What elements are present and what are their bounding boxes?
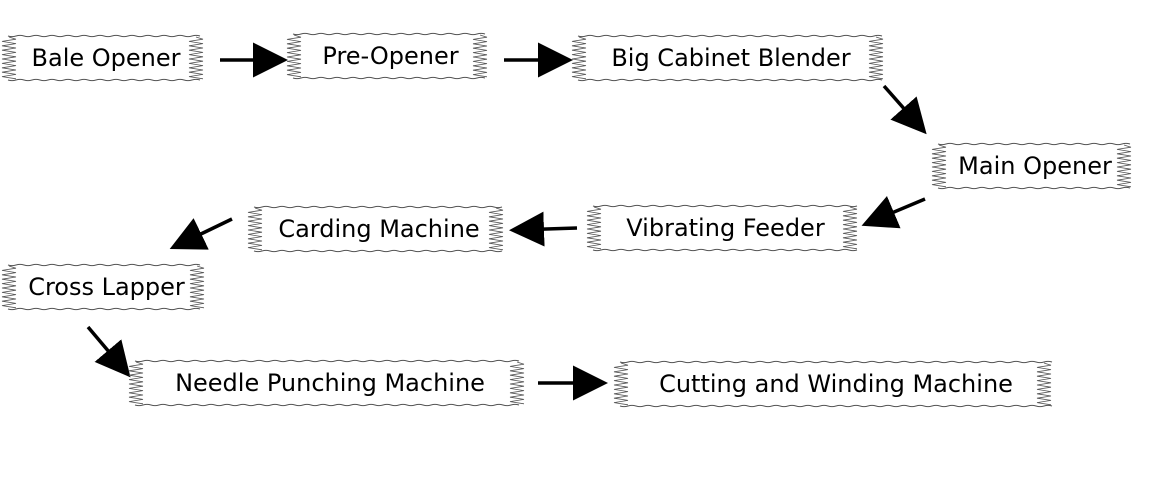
node-border-top (592, 204, 858, 208)
nodes-layer: Bale Opener Pre-Opener Big Cabinet Blender… (1, 32, 1132, 408)
node-border-right (488, 207, 504, 251)
node-border-left (613, 362, 629, 406)
node-label: Cutting and Winding Machine (659, 370, 1013, 398)
node-border-right (868, 36, 884, 80)
node-carding-machine: Carding Machine (247, 205, 504, 253)
node-border-left (1, 265, 17, 309)
node-big-cabinet-blender: Big Cabinet Blender (571, 34, 884, 82)
node-box (135, 360, 525, 406)
node-cross-lapper: Cross Lapper (1, 263, 205, 311)
node-label: Cross Lapper (28, 273, 185, 301)
node-border-bottom (134, 403, 520, 407)
node-box (938, 143, 1132, 189)
node-border-right (1116, 144, 1132, 188)
node-border-bottom (577, 78, 883, 82)
node-border-top (937, 142, 1131, 146)
node-border-right (189, 265, 205, 309)
node-border-bottom (937, 186, 1131, 190)
node-border-left (931, 144, 947, 188)
node-border-bottom (592, 248, 858, 252)
node-border-right (509, 361, 525, 405)
node-border-bottom (619, 404, 1053, 408)
node-needle-punching-machine: Needle Punching Machine (128, 359, 525, 407)
node-border-top (7, 34, 201, 38)
node-pre-opener: Pre-Opener (286, 32, 488, 80)
node-label: Pre-Opener (322, 42, 458, 70)
node-border-top (577, 34, 883, 38)
node-box (8, 264, 205, 310)
node-label: Carding Machine (278, 215, 479, 243)
node-label: Bale Opener (32, 44, 181, 72)
node-box (293, 33, 488, 79)
arrow-carding-machine-to-cross-lapper (169, 217, 233, 250)
node-border-top (253, 205, 503, 209)
node-border-right (842, 206, 858, 250)
node-border-left (586, 206, 602, 250)
node-border-left (247, 207, 263, 251)
node-main-opener: Main Opener (931, 142, 1132, 190)
node-box (8, 35, 204, 81)
node-vibrating-feeder: Vibrating Feeder (586, 204, 858, 252)
node-border-top (292, 32, 486, 36)
node-box (578, 35, 884, 81)
node-border-bottom (7, 78, 201, 82)
arrow-main-opener-to-vibrating-feeder (861, 196, 926, 229)
node-label: Main Opener (958, 152, 1112, 180)
node-border-left (128, 361, 144, 405)
node-border-left (1, 36, 17, 80)
arrow-big-cabinet-blender-to-main-opener (882, 84, 927, 135)
node-border-bottom (253, 249, 503, 253)
node-box (620, 361, 1052, 407)
node-border-right (1036, 362, 1052, 406)
node-border-bottom (7, 307, 201, 311)
edges-layer (86, 42, 927, 401)
node-box (254, 206, 504, 252)
node-border-top (7, 263, 201, 267)
node-border-left (571, 36, 587, 80)
arrow-cross-lapper-to-needle-punching-machine (86, 325, 131, 378)
node-border-bottom (292, 76, 486, 80)
node-border-right (472, 34, 488, 78)
node-border-left (286, 34, 302, 78)
node-border-top (619, 360, 1053, 364)
node-label: Big Cabinet Blender (611, 44, 850, 72)
node-border-top (134, 359, 520, 363)
node-cutting-and-winding-machine: Cutting and Winding Machine (613, 360, 1053, 408)
node-label: Needle Punching Machine (175, 369, 485, 397)
node-border-right (188, 36, 204, 80)
node-label: Vibrating Feeder (626, 214, 825, 242)
arrow-vibrating-feeder-to-carding-machine (509, 211, 578, 247)
node-bale-opener: Bale Opener (1, 34, 204, 82)
node-box (593, 205, 858, 251)
